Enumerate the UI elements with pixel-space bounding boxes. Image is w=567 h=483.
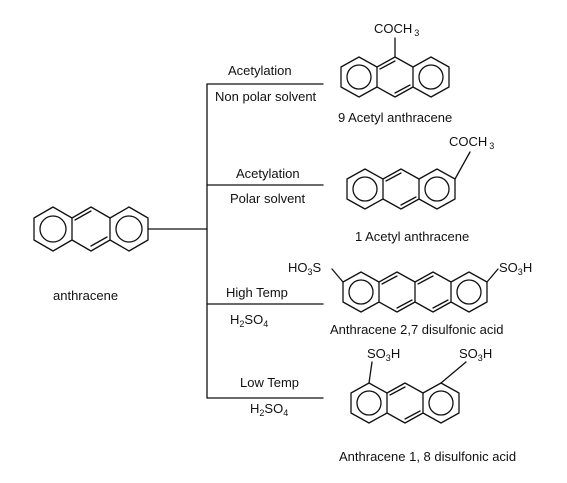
product1-structure bbox=[340, 37, 450, 98]
branch3-reagent: H2SO4 bbox=[230, 312, 268, 329]
product3-name: Anthracene 2,7 disulfonic acid bbox=[330, 322, 503, 337]
product4-left-group: SO3H bbox=[367, 346, 400, 363]
anthracene-structure bbox=[33, 206, 149, 252]
product4-name: Anthracene 1, 8 disulfonic acid bbox=[339, 449, 516, 464]
branch1-condition: Non polar solvent bbox=[215, 89, 317, 104]
product3-right-group: SO3H bbox=[499, 260, 532, 277]
product3-left-group: HO3S bbox=[288, 260, 322, 277]
branch-lines bbox=[147, 83, 324, 399]
product2-structure bbox=[346, 151, 471, 210]
anthracene-label: anthracene bbox=[53, 288, 118, 303]
product2-name: 1 Acetyl anthracene bbox=[355, 229, 469, 244]
product3-structure bbox=[331, 268, 499, 313]
product4-structure bbox=[350, 361, 467, 424]
branch4-reagent: H2SO4 bbox=[250, 401, 288, 418]
branch1-reagent: Acetylation bbox=[228, 63, 292, 78]
branch4-condition: Low Temp bbox=[240, 375, 299, 390]
product1-name: 9 Acetyl anthracene bbox=[338, 110, 452, 125]
branch2-condition: Polar solvent bbox=[230, 191, 306, 206]
product4-right-group: SO3H bbox=[459, 346, 492, 363]
branch3-condition: High Temp bbox=[226, 285, 288, 300]
branch2-reagent: Acetylation bbox=[236, 166, 300, 181]
